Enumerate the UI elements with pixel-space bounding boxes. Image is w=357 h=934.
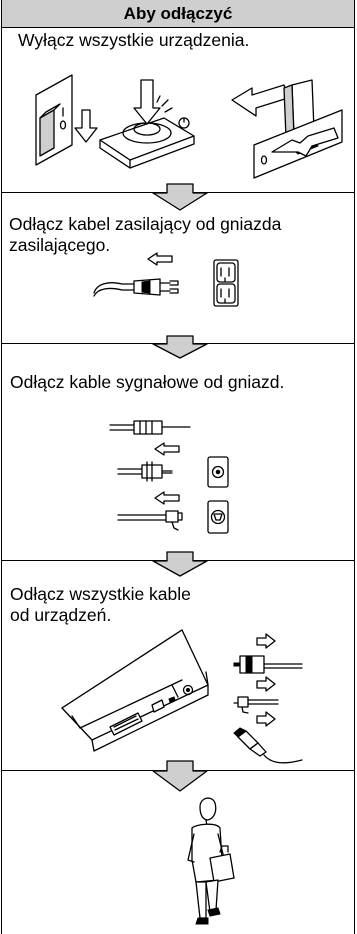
down-arrow-icon [152, 335, 208, 359]
signal-cable-icon [233, 727, 303, 764]
left-arrow-icon [154, 491, 180, 505]
power-cable-icon [93, 278, 179, 297]
left-arrow-icon [154, 442, 180, 456]
laptop-ports-icon [61, 629, 209, 752]
down-arrow-icon [74, 109, 98, 143]
step-2-text: Odłącz kabel zasilający od gniazda zasil… [9, 214, 282, 255]
device-power-button-icon [99, 79, 195, 169]
walking-person-icon [187, 797, 235, 925]
left-arrow-icon [147, 252, 173, 266]
down-arrow-icon [152, 760, 208, 792]
right-arrow-icon [256, 711, 276, 727]
signal-cable-icon [117, 461, 173, 482]
step-4-text: Odłącz wszystkie kable od urządzeń. [10, 584, 191, 625]
signal-cable-icon [109, 420, 191, 435]
page-title: Aby odłączyć [123, 4, 233, 23]
step-1-text: Wyłącz wszystkie urządzenia. [18, 30, 250, 50]
step-3-text: Odłącz kable sygnałowe od gniazd. [10, 372, 285, 392]
wall-outlet-icon [213, 259, 239, 307]
title-bar: Aby odłączyć [2, 0, 354, 28]
signal-outlet-icon [207, 456, 229, 488]
right-arrow-icon [256, 676, 276, 692]
signal-cable-icon [117, 510, 183, 531]
right-arrow-icon [256, 633, 276, 649]
slide-switch-icon [253, 79, 343, 179]
down-arrow-icon [152, 551, 208, 577]
left-arrow-icon [231, 84, 289, 117]
power-switch-icon [35, 74, 73, 166]
down-arrow-icon [152, 183, 208, 211]
signal-cable-icon [233, 655, 303, 674]
signal-outlet-icon [207, 500, 229, 534]
signal-cable-icon [233, 696, 279, 714]
